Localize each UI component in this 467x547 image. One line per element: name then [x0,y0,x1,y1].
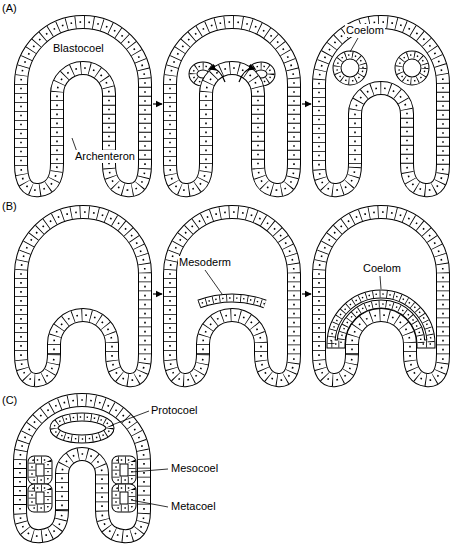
stage-arrow [153,103,162,104]
gastrula-embryo [170,212,294,380]
part-label: Metacoel [170,500,217,513]
region-label: Blastocoel [52,42,105,55]
gastrula-embryo [319,22,443,190]
gastrula-embryo [319,212,443,380]
gastrula-embryo [21,212,145,380]
stage-arrow [153,293,162,294]
part-label: Coelom [362,262,402,275]
gastrula-embryo [21,22,145,190]
coelom-compartment [32,417,132,508]
outpocket-arrow [239,69,255,82]
mesoderm-band [199,298,265,304]
coelom-cavity [331,294,431,344]
stage-arrow [302,293,311,294]
gastrula-embryo [170,22,294,190]
part-label: Protocoel [150,404,198,417]
part-label: Coelom [345,24,385,37]
outpocket-arrow [209,69,225,82]
gastrula-embryo [20,400,144,536]
part-label: Mesocoel [170,462,219,475]
coelom-sac [337,55,425,81]
panel-letter: (B) [2,200,17,213]
panel-letter: (C) [2,394,17,407]
leader-lines [72,38,381,507]
stage-arrow [302,103,311,104]
part-label: Mesoderm [178,256,232,269]
region-label: Archenteron [74,150,136,163]
panel-letter: (A) [2,2,17,15]
